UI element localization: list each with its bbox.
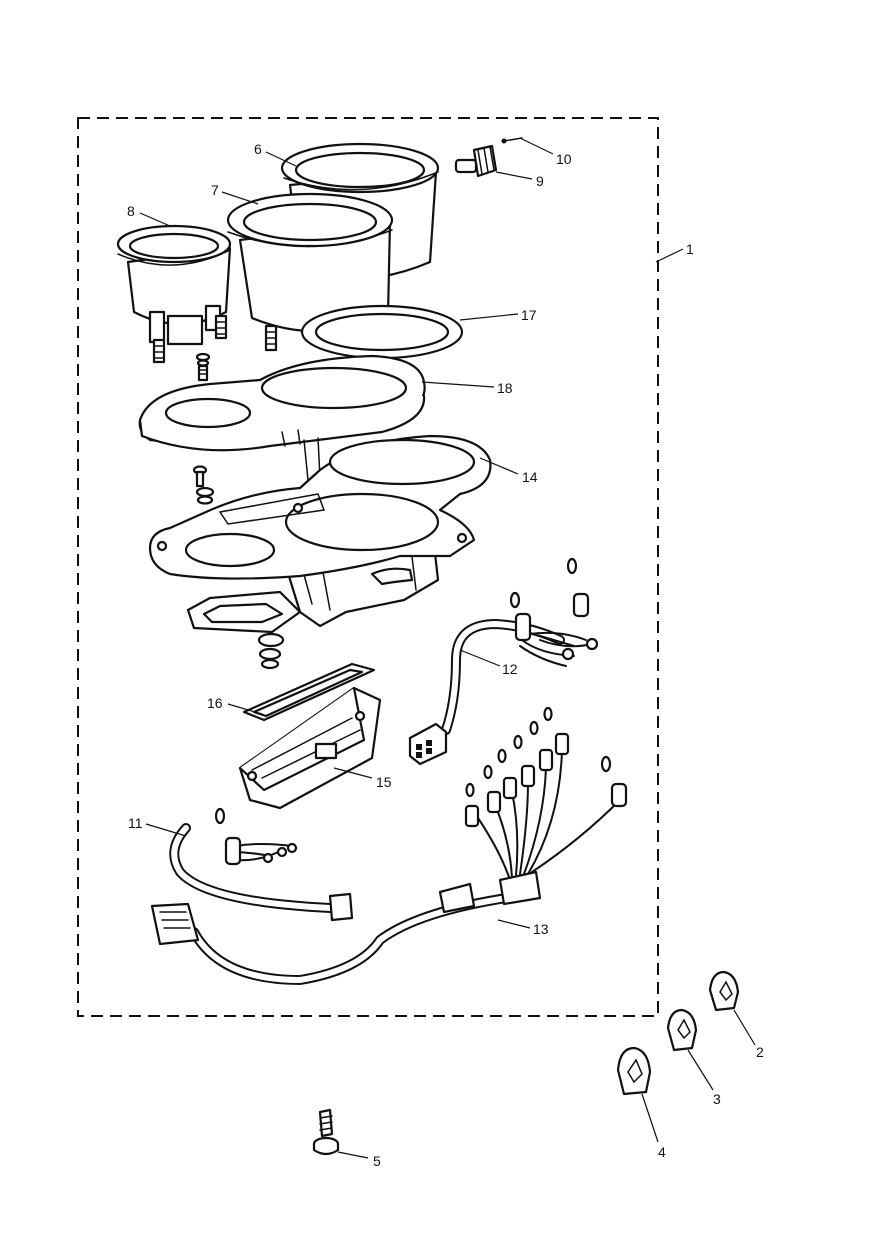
gauge-small[interactable] — [116, 224, 232, 364]
leader-lines — [139, 137, 756, 1159]
callout-5: 5 — [373, 1153, 381, 1169]
callout-14: 14 — [522, 469, 538, 485]
callout-4: 4 — [658, 1144, 666, 1160]
warning-lamp-gasket[interactable] — [242, 662, 376, 722]
callout-8: 8 — [127, 203, 135, 219]
callout-11: 11 — [128, 815, 143, 831]
spare-bulb-4[interactable] — [616, 1046, 652, 1096]
warning-lamp-housing[interactable] — [238, 686, 382, 810]
mount-screw-upper[interactable] — [195, 352, 211, 382]
callout-1: 1 — [686, 241, 694, 257]
callout-7: 7 — [211, 182, 219, 198]
spare-bulb-2[interactable] — [708, 970, 740, 1012]
callout-3: 3 — [713, 1091, 721, 1107]
callout-labels: 1 2 3 4 5 6 7 8 9 10 11 12 13 14 15 16 1… — [127, 141, 764, 1169]
screw-5[interactable] — [312, 1108, 340, 1156]
callout-6: 6 — [254, 141, 262, 157]
kit-boundary — [77, 117, 659, 1017]
spare-bulb-3[interactable] — [666, 1008, 698, 1052]
callout-16: 16 — [207, 695, 223, 711]
callout-18: 18 — [497, 380, 513, 396]
callout-12: 12 — [502, 661, 518, 677]
callout-13: 13 — [533, 921, 549, 937]
callout-9: 9 — [536, 173, 544, 189]
trip-reset-knob[interactable] — [454, 144, 498, 178]
knob-pin[interactable] — [501, 137, 523, 144]
harness-main[interactable] — [150, 706, 628, 986]
callout-15: 15 — [376, 774, 392, 790]
grommet-nut[interactable] — [257, 632, 285, 670]
callout-17: 17 — [521, 307, 537, 323]
callout-10: 10 — [556, 151, 572, 167]
harness-upper[interactable] — [408, 557, 599, 766]
instrument-bracket[interactable] — [148, 434, 492, 634]
mount-screw-lower[interactable] — [192, 465, 215, 505]
top-cover-plate[interactable] — [138, 354, 426, 452]
harness-left[interactable] — [169, 807, 354, 922]
gauge-large-front[interactable] — [226, 192, 394, 352]
gasket-ring[interactable] — [300, 304, 464, 360]
callout-2: 2 — [756, 1044, 764, 1060]
